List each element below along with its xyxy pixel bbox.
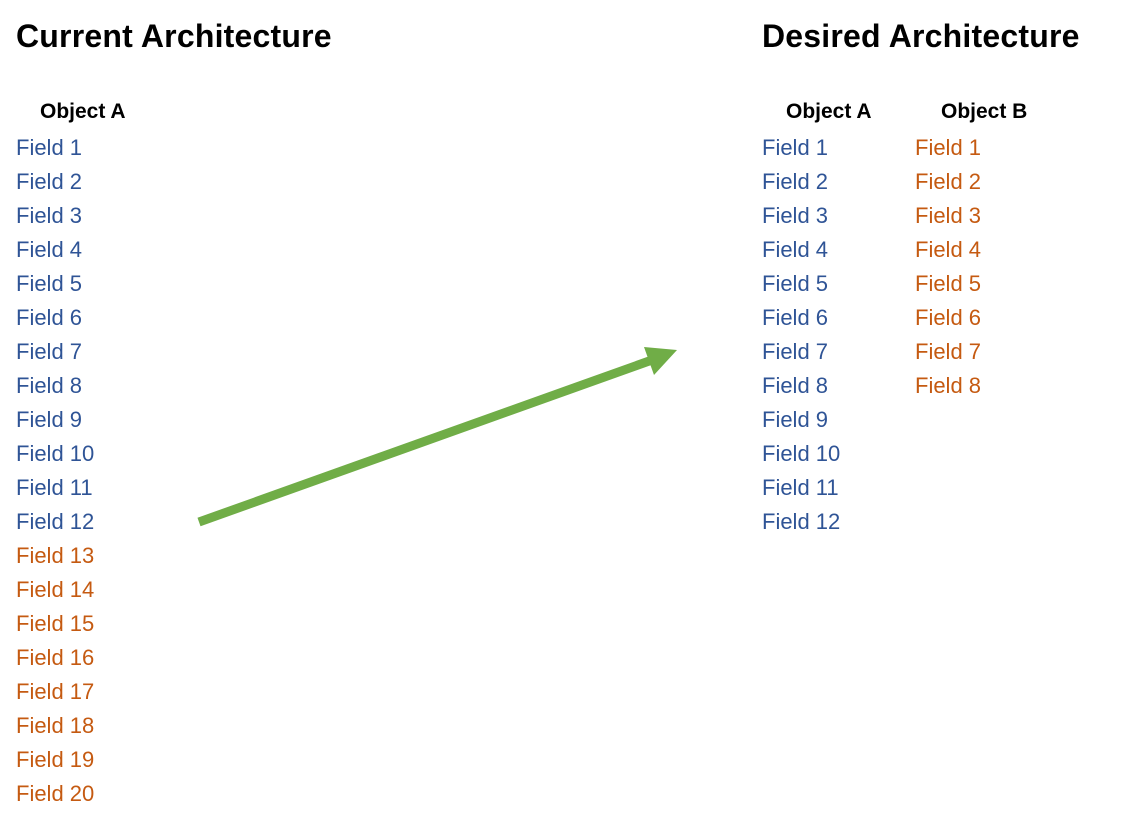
current-object-a-field: Field 9 xyxy=(16,407,83,432)
desired-object-a-field: Field 4 xyxy=(762,237,829,262)
current-object-a-field: Field 13 xyxy=(16,543,95,568)
current-object-a-field: Field 4 xyxy=(16,237,83,262)
current-architecture-title: Current Architecture xyxy=(16,18,332,54)
desired-object-b-field: Field 6 xyxy=(915,305,982,330)
current-object-a-field: Field 17 xyxy=(16,679,95,704)
current-object-a-field: Field 6 xyxy=(16,305,83,330)
migration-arrow-head xyxy=(644,347,677,375)
current-object-a-field: Field 8 xyxy=(16,373,83,398)
desired-object-a-field: Field 7 xyxy=(762,339,829,364)
current-object-a-field: Field 20 xyxy=(16,781,95,806)
desired-object-b-field: Field 5 xyxy=(915,271,982,296)
desired-object-b-field: Field 1 xyxy=(915,135,982,160)
desired-object-b-field: Field 8 xyxy=(915,373,982,398)
desired-object-b-header: Object B xyxy=(941,100,1028,123)
current-object-a-field: Field 16 xyxy=(16,645,95,670)
desired-object-b-field-list: Field 1 Field 2 Field 3 Field 4 Field 5 … xyxy=(915,131,981,403)
current-object-a-field: Field 15 xyxy=(16,611,95,636)
current-object-a-field: Field 3 xyxy=(16,203,83,228)
desired-architecture-title: Desired Architecture xyxy=(762,18,1080,54)
desired-object-a-field: Field 10 xyxy=(762,441,841,466)
desired-object-a-field: Field 1 xyxy=(762,135,829,160)
current-object-a-field: Field 11 xyxy=(16,475,93,500)
desired-object-a-header: Object A xyxy=(786,100,872,123)
desired-object-a-field: Field 6 xyxy=(762,305,829,330)
desired-object-a-field: Field 9 xyxy=(762,407,829,432)
desired-object-a-field: Field 5 xyxy=(762,271,829,296)
desired-object-a-field: Field 3 xyxy=(762,203,829,228)
migration-arrow-shaft xyxy=(197,355,654,527)
current-object-a-field: Field 18 xyxy=(16,713,95,738)
current-object-a-header: Object A xyxy=(40,100,126,123)
desired-object-a-field: Field 11 xyxy=(762,475,839,500)
desired-object-a-field-list: Field 1 Field 2 Field 3 Field 4 Field 5 … xyxy=(762,131,840,539)
current-object-a-field: Field 10 xyxy=(16,441,95,466)
desired-object-a-field: Field 2 xyxy=(762,169,829,194)
desired-object-a-field: Field 8 xyxy=(762,373,829,398)
desired-object-b-field: Field 4 xyxy=(915,237,982,262)
current-object-a-field-list: Field 1 Field 2 Field 3 Field 4 Field 5 … xyxy=(16,131,94,811)
desired-object-b-field: Field 7 xyxy=(915,339,982,364)
current-object-a-field: Field 1 xyxy=(16,135,83,160)
current-object-a-field: Field 19 xyxy=(16,747,95,772)
current-object-a-field: Field 5 xyxy=(16,271,83,296)
current-object-a-field: Field 14 xyxy=(16,577,95,602)
desired-object-b-field: Field 3 xyxy=(915,203,982,228)
current-object-a-field: Field 2 xyxy=(16,169,83,194)
desired-object-b-field: Field 2 xyxy=(915,169,982,194)
desired-object-a-field: Field 12 xyxy=(762,509,841,534)
current-object-a-field: Field 7 xyxy=(16,339,83,364)
current-object-a-field: Field 12 xyxy=(16,509,95,534)
